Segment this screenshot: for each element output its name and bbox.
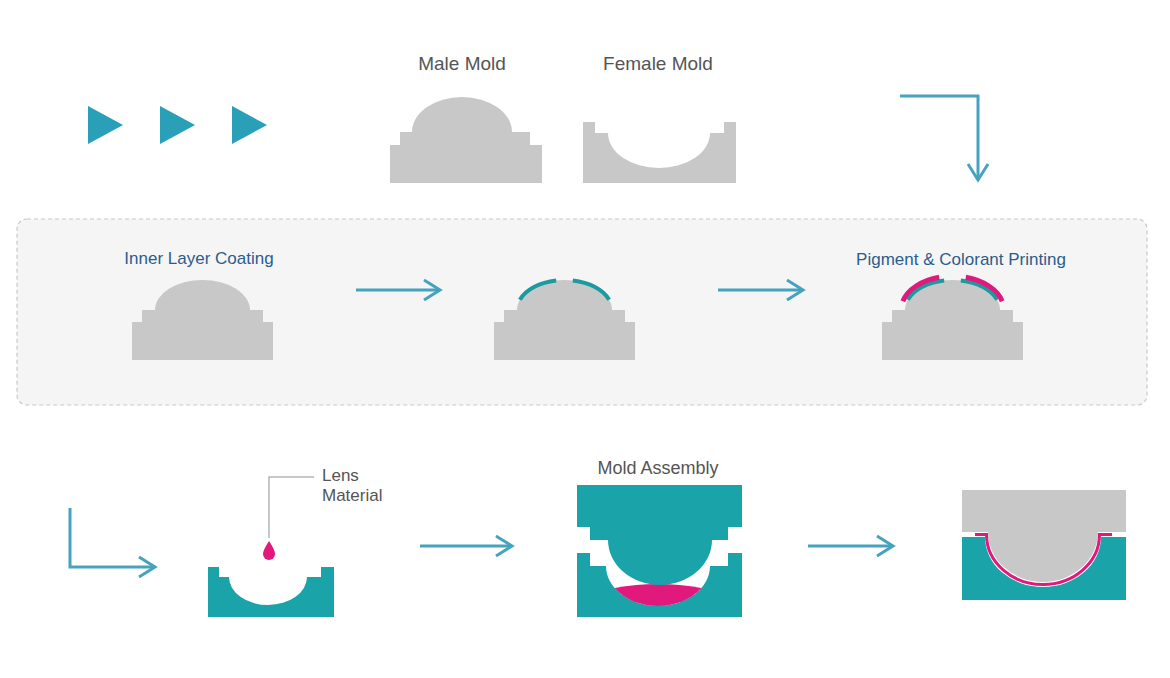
step-label: Female Mold	[603, 53, 713, 76]
male-mold-step: Male Mold	[380, 45, 552, 190]
corner-arrow	[900, 96, 978, 180]
triangle	[160, 106, 195, 144]
play-triangles	[88, 106, 267, 144]
mold-part	[208, 567, 334, 617]
printing-step: Pigment & Colorant Printing	[835, 240, 1087, 365]
mold-assembly-step: Mold Assembly	[512, 452, 750, 622]
mold-part	[132, 280, 273, 360]
coating-step: Inner Layer Coating	[112, 240, 287, 365]
step-arrow	[808, 545, 893, 548]
female-mold-step: Female Mold	[575, 45, 745, 190]
mold-shape	[205, 460, 420, 622]
inner-coating	[520, 281, 609, 300]
mold-part	[269, 477, 314, 538]
mold-part	[882, 280, 1023, 360]
step-arrow	[356, 289, 440, 292]
step-label: Lens Material	[322, 466, 404, 507]
triangle	[88, 106, 123, 144]
step-arrow	[718, 289, 803, 292]
lens-layer	[975, 535, 1112, 585]
step-label: Mold Assembly	[597, 458, 718, 480]
mold-part	[615, 584, 702, 606]
triangle	[232, 106, 267, 144]
flow-arrow	[420, 545, 512, 548]
step-label: Pigment & Colorant Printing	[856, 250, 1066, 270]
step-label: Inner Layer Coating	[124, 249, 273, 269]
step-panel	[17, 219, 1147, 405]
mold-part	[263, 541, 275, 560]
male-mold	[494, 280, 635, 360]
lens-material-step: Lens Material	[205, 460, 420, 622]
corner-arrow	[70, 508, 155, 567]
mold-part	[583, 122, 736, 183]
mold-part	[390, 97, 542, 183]
mold-part	[903, 277, 1002, 301]
step-label: Male Mold	[418, 53, 506, 76]
mold-part	[577, 485, 742, 585]
